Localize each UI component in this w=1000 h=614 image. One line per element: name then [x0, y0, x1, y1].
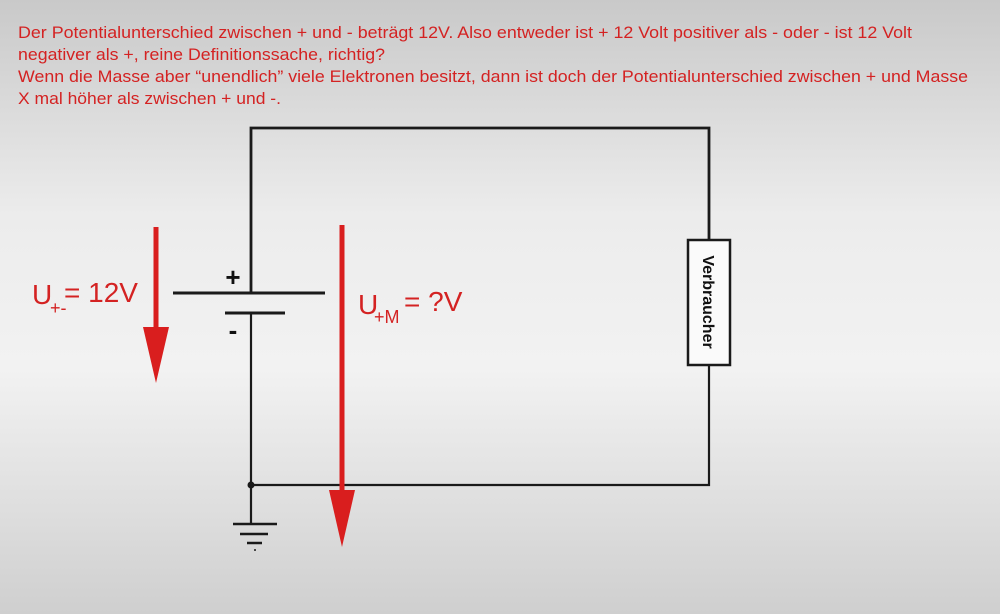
- svg-text:= ?V: = ?V: [404, 286, 463, 317]
- load-resistor: Verbraucher: [686, 238, 732, 367]
- plus-pole-label: +: [225, 262, 240, 292]
- voltage-arrow-plus-mass: [329, 225, 355, 547]
- svg-text:= 12V: = 12V: [64, 277, 138, 308]
- svg-text:+M: +M: [374, 307, 400, 327]
- svg-text:U: U: [32, 279, 52, 310]
- question-line-2: negativer als +, reine Definitionssache,…: [18, 45, 385, 64]
- minus-pole-label: -: [229, 315, 238, 345]
- battery-symbol: [173, 291, 325, 315]
- label-u-plus-mass: U +M = ?V: [358, 286, 463, 327]
- question-line-1: Der Potentialunterschied zwischen + und …: [18, 23, 912, 42]
- voltage-arrow-plus-minus: [143, 227, 169, 383]
- label-u-plus-minus: U +- = 12V: [32, 277, 138, 318]
- svg-text:U: U: [358, 289, 378, 320]
- ground-icon: [233, 522, 277, 551]
- load-label: Verbraucher: [699, 255, 716, 348]
- question-line-3: Wenn die Masse aber “unendlich” viele El…: [18, 67, 968, 86]
- question-line-4: X mal höher als zwischen + und -.: [18, 89, 281, 108]
- junction-dot: [247, 481, 255, 489]
- svg-text:+-: +-: [50, 298, 67, 318]
